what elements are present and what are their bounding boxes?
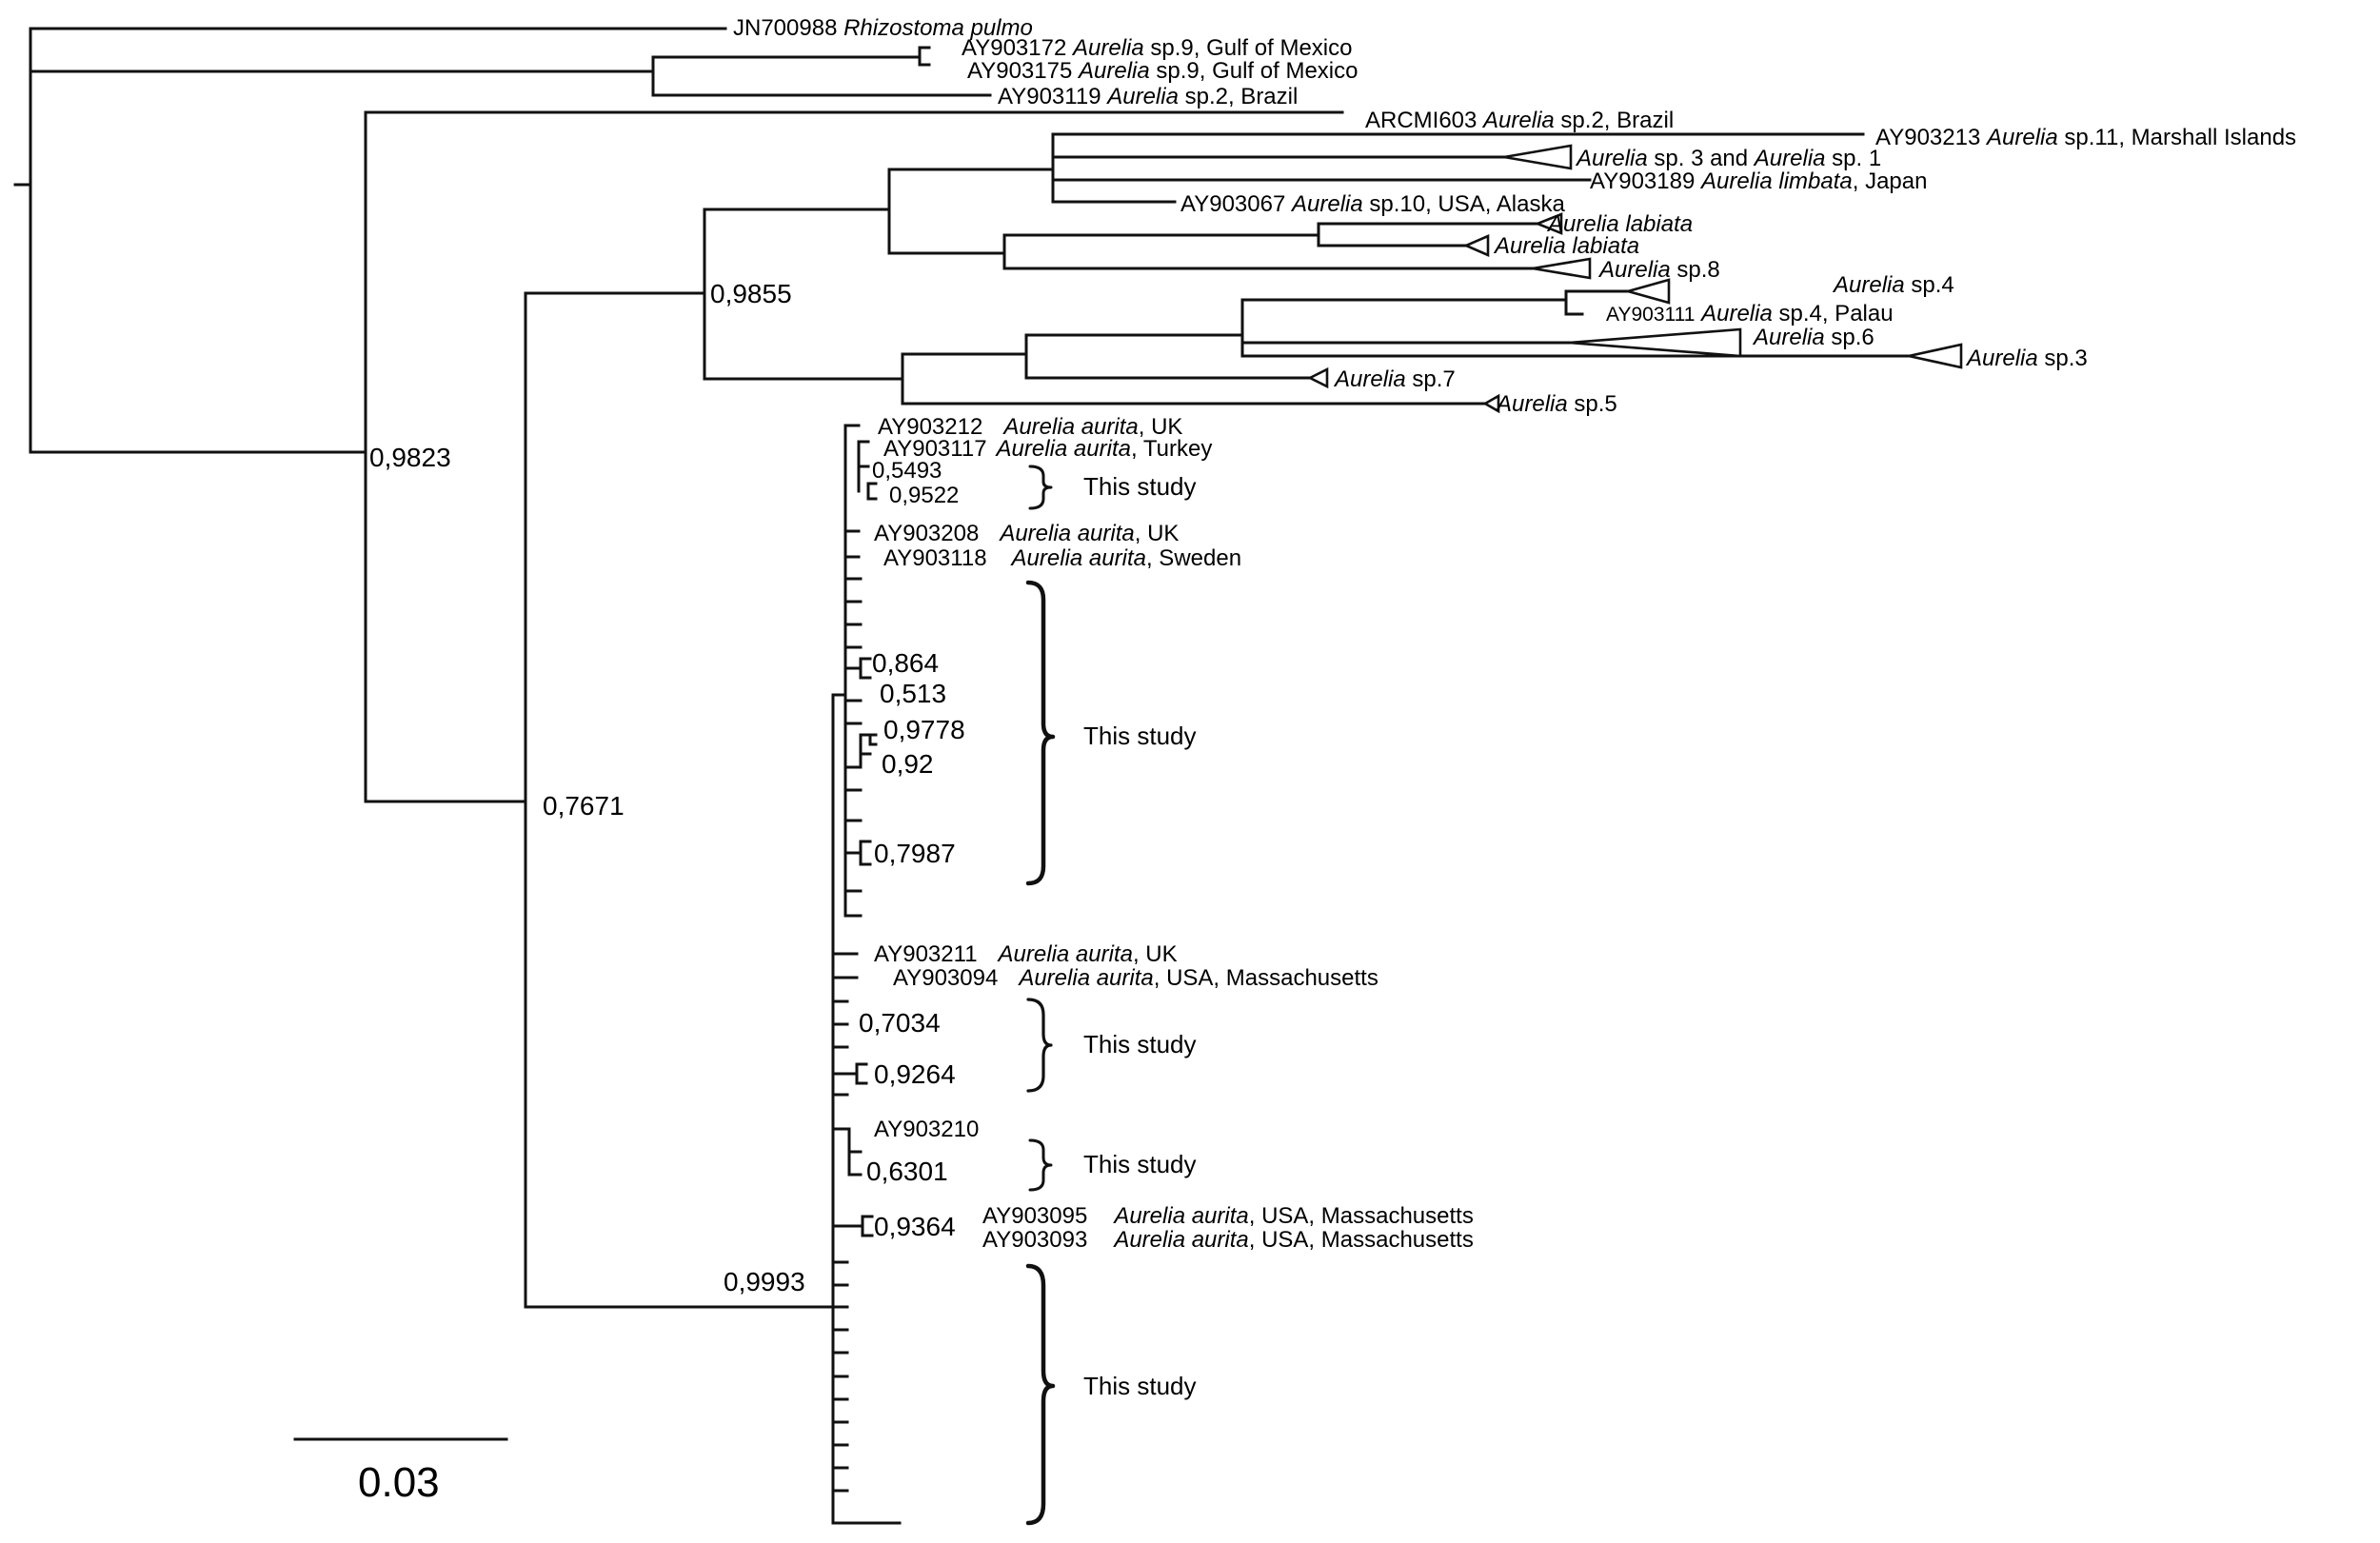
support-0-7671: 0,7671 bbox=[543, 791, 625, 821]
leaf-label-ay903111: AY903111 Aurelia sp.4, Palau bbox=[1606, 301, 1894, 326]
leaf-label-ay903067: AY903067 Aurelia sp.10, USA, Alaska bbox=[1180, 191, 1565, 217]
leaf-label-jn700988: JN700988 Rhizostoma pulmo bbox=[733, 15, 1033, 41]
clade-label-sp6: Aurelia sp.6 bbox=[1752, 325, 1874, 350]
leaf-label-ay903189: AY903189 Aurelia limbata, Japan bbox=[1590, 168, 1927, 194]
clade-label-sp8: Aurelia sp.8 bbox=[1597, 257, 1720, 283]
scale-bar: 0.03 bbox=[293, 1437, 508, 1506]
node-0-6301 bbox=[847, 1150, 863, 1177]
clade-label-labiata-2: Aurelia labiata bbox=[1493, 233, 1639, 259]
support-values: 0,9855 0,9823 0,7671 0,5493 0,9522 0,864… bbox=[369, 279, 965, 1296]
support-0-7987: 0,7987 bbox=[874, 839, 956, 868]
node-0-9264 bbox=[831, 1062, 868, 1085]
support-0-9522: 0,9522 bbox=[889, 483, 959, 508]
support-0-5493: 0,5493 bbox=[872, 458, 942, 484]
clade-label-labiata-1: Aurelia labiata bbox=[1546, 211, 1693, 237]
support-0-9264: 0,9264 bbox=[874, 1059, 956, 1089]
brace-study-1 bbox=[1028, 465, 1053, 510]
collapsed-triangle-sp3 bbox=[1908, 343, 1963, 369]
clade-label-sp7: Aurelia sp.7 bbox=[1333, 366, 1456, 392]
scale-bar-label: 0.03 bbox=[358, 1459, 440, 1506]
support-0-864: 0,864 bbox=[872, 648, 939, 678]
support-0-513: 0,513 bbox=[880, 679, 946, 708]
leaf-labels: JN700988 Rhizostoma pulmo AY903172 Aurel… bbox=[733, 15, 2296, 1253]
collapsed-triangle-sp5 bbox=[1482, 393, 1500, 414]
leaf-label-ay903175: AY903175 Aurelia sp.9, Gulf of Mexico bbox=[967, 58, 1358, 84]
support-0-9823: 0,9823 bbox=[369, 443, 451, 472]
study-label-2: This study bbox=[1083, 722, 1197, 750]
clade-label-sp5: Aurelia sp.5 bbox=[1495, 391, 1617, 417]
study-label-3: This study bbox=[1083, 1030, 1197, 1058]
leaf-label-ay903119: AY903119 Aurelia sp.2, Brazil bbox=[998, 84, 1298, 109]
support-0-92: 0,92 bbox=[882, 749, 934, 779]
collapsed-triangle-sp7 bbox=[1307, 366, 1329, 389]
leaf-label-ay903213: AY903213 Aurelia sp.11, Marshall Islands bbox=[1875, 125, 2296, 150]
collapsed-triangle-labiata-2 bbox=[1462, 234, 1490, 257]
study-label-1: This study bbox=[1083, 472, 1197, 501]
support-0-9778: 0,9778 bbox=[883, 715, 965, 744]
node-0-92 bbox=[843, 752, 863, 769]
node-0-9364 bbox=[831, 1215, 874, 1237]
leaf-label-ay903210: AY903210 bbox=[874, 1117, 979, 1142]
node-0-9778-inner bbox=[859, 733, 878, 746]
study-braces bbox=[1025, 465, 1056, 1526]
clade-label-sp4: Aurelia sp.4 bbox=[1832, 272, 1954, 298]
study-labels: This study This study This study This st… bbox=[1083, 472, 1197, 1400]
collapsed-triangle-sp3-sp1 bbox=[1503, 144, 1573, 170]
leaf-label-ay903172: AY903172 Aurelia sp.9, Gulf of Mexico bbox=[962, 35, 1352, 61]
tree-branches bbox=[13, 27, 1911, 1525]
collapsed-triangle-labiata-1 bbox=[1534, 212, 1563, 235]
leaf-label-arcmi603: ARCMI603 Aurelia sp.2, Brazil bbox=[1365, 108, 1674, 133]
brace-study-2 bbox=[1025, 580, 1056, 886]
collapsed-clades bbox=[1307, 144, 1963, 414]
brace-study-3 bbox=[1026, 998, 1053, 1093]
collapsed-triangle-sp4 bbox=[1623, 278, 1671, 305]
collapsed-triangle-sp8 bbox=[1532, 257, 1592, 280]
study-label-5: This study bbox=[1083, 1372, 1197, 1400]
clade-label-sp3: Aurelia sp.3 bbox=[1965, 346, 2088, 371]
support-0-9993: 0,9993 bbox=[724, 1267, 805, 1296]
brace-study-5 bbox=[1025, 1263, 1056, 1526]
clade-label-sp3-sp1: Aurelia sp. 3 and Aurelia sp. 1 bbox=[1575, 146, 1881, 171]
study-label-4: This study bbox=[1083, 1150, 1197, 1178]
support-0-9855: 0,9855 bbox=[710, 279, 792, 308]
collapsed-triangle-sp6 bbox=[1568, 327, 1742, 358]
support-0-6301: 0,6301 bbox=[866, 1157, 948, 1186]
support-0-9364: 0,9364 bbox=[874, 1212, 956, 1241]
support-0-7034: 0,7034 bbox=[859, 1008, 941, 1038]
collapsed-labels: Aurelia sp. 3 and Aurelia sp. 1 Aurelia … bbox=[1333, 146, 2088, 417]
brace-study-4 bbox=[1028, 1138, 1053, 1192]
